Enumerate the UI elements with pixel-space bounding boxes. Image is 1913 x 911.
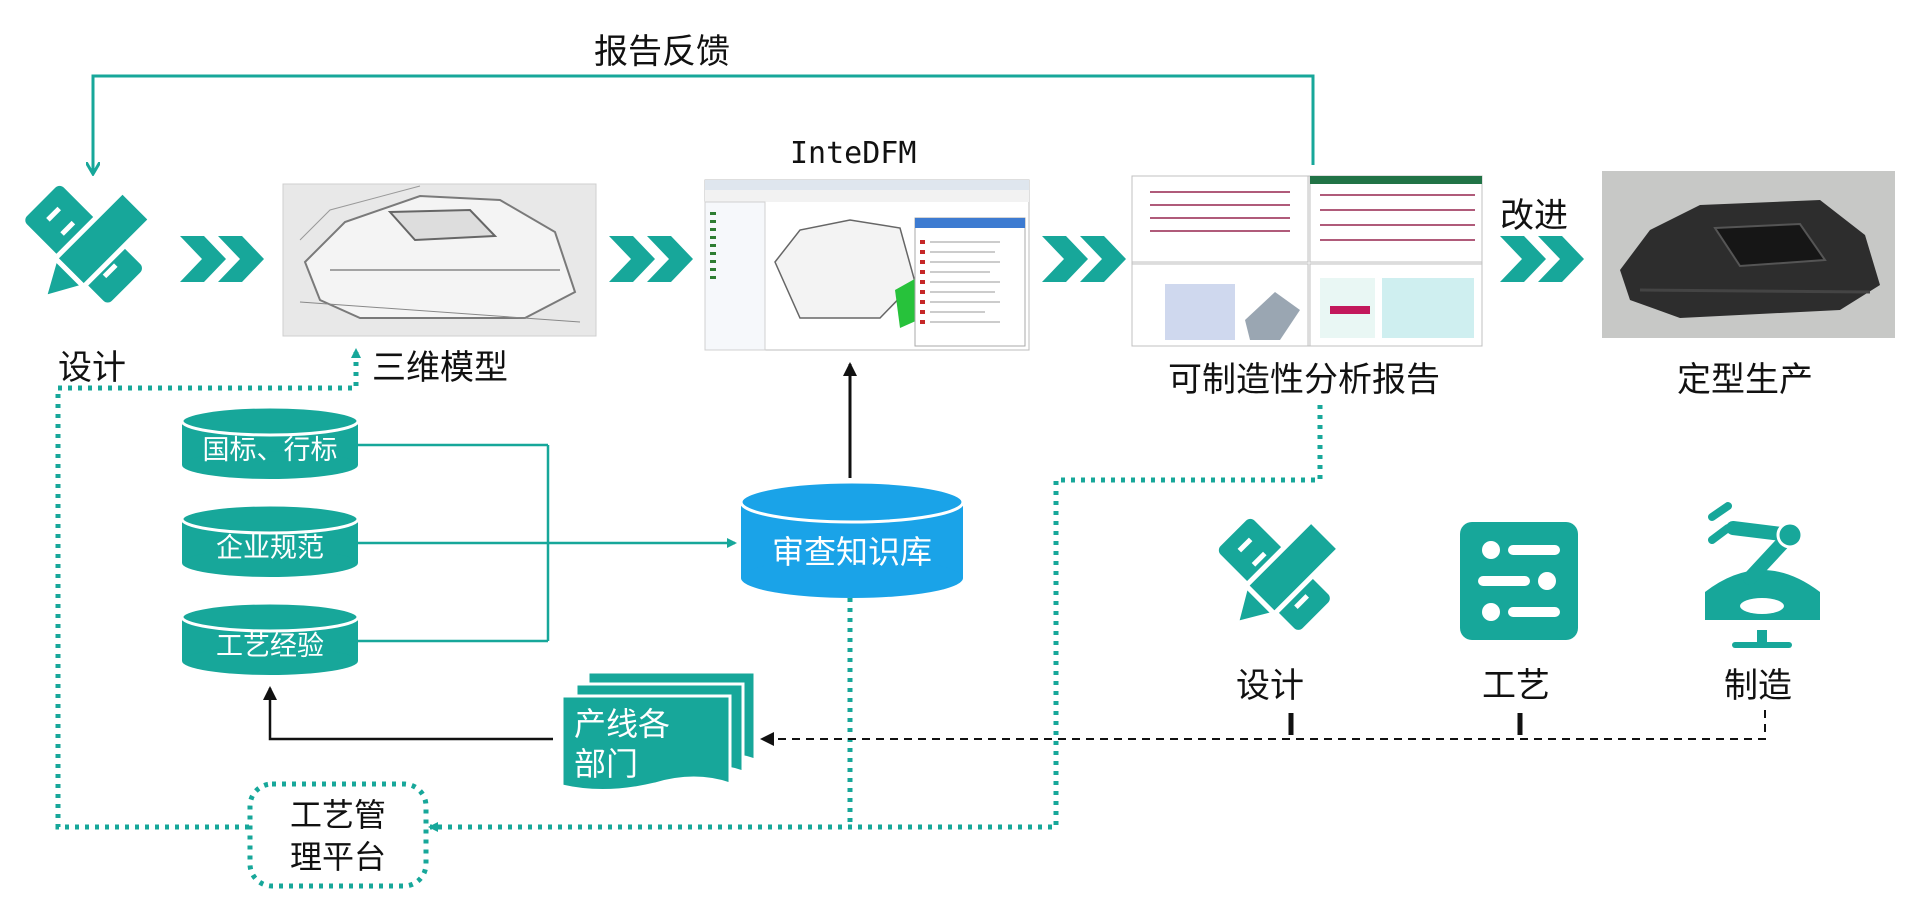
chevron-arrow-4 (1500, 236, 1584, 282)
cylinder-process-experience: 工艺经验 (180, 601, 360, 675)
manufacturability-report-collage (1131, 175, 1483, 347)
role-design-pencil-ruler-icon (1218, 517, 1343, 630)
feedback-loop-line (93, 74, 1315, 172)
knowledge-base-cylinder: 审查知识库 (739, 480, 965, 598)
design-pencil-ruler-icon (25, 185, 155, 303)
chevron-arrow-1 (180, 236, 264, 282)
platform-label-line1: 工艺管 (290, 796, 386, 834)
chevron-arrow-2 (609, 236, 693, 282)
knowledge-base-label: 审查知识库 (772, 533, 932, 571)
roles-to-departments-dashed-line (760, 710, 1766, 746)
platform-label-line2: 理平台 (290, 838, 386, 876)
departments-label-line1: 产线各 (574, 705, 670, 743)
improve-label: 改进 (1500, 196, 1568, 236)
intedfm-label: InteDFM (790, 136, 917, 171)
process-management-platform-box: 工艺管 理平台 (247, 781, 429, 889)
finished-product-photo (1602, 171, 1895, 338)
report-to-platform-dotted-path (428, 405, 1323, 832)
role-design-label: 设计 (1236, 666, 1304, 706)
chevron-arrow-3 (1042, 236, 1126, 282)
role-process-sliders-icon (1460, 522, 1578, 640)
cylinder-standards: 国标、行标 (180, 405, 360, 479)
sources-to-knowledge-base-lines (357, 443, 737, 643)
role-process-label: 工艺 (1482, 666, 1550, 706)
role-manufacture-robot-arm-icon (1700, 502, 1826, 648)
departments-label-line2: 部门 (574, 745, 638, 783)
standards-label: 国标、行标 (203, 435, 338, 466)
feedback-label: 报告反馈 (594, 32, 730, 72)
model-3d-label: 三维模型 (372, 348, 508, 388)
platform-to-model-dotted-path (55, 348, 361, 830)
role-manufacture-label: 制造 (1724, 666, 1792, 706)
departments-document-stack: 产线各 部门 (560, 670, 757, 792)
design-label: 设计 (58, 348, 126, 388)
departments-to-experience-arrow (263, 686, 553, 741)
production-label: 定型生产 (1677, 360, 1813, 400)
enterprise-spec-label: 企业规范 (216, 533, 324, 564)
cylinder-enterprise-spec: 企业规范 (180, 503, 360, 577)
intedfm-software-screenshot (704, 179, 1030, 351)
report-label: 可制造性分析报告 (1168, 360, 1440, 400)
model-3d-image (282, 183, 597, 337)
process-experience-label: 工艺经验 (216, 631, 324, 662)
